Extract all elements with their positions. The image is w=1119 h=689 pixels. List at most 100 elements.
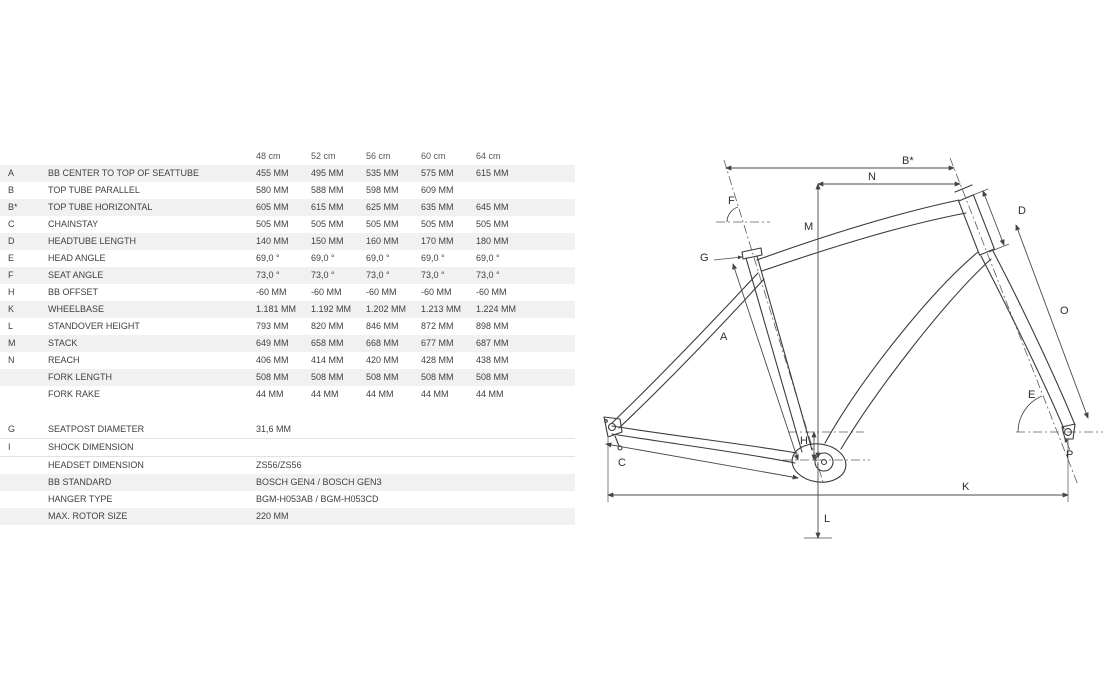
- row-value: 73,0 °: [421, 270, 445, 280]
- down-tube: [840, 258, 992, 450]
- diagram-label-h: H: [800, 435, 808, 447]
- bike-geometry-diagram: A B* C D E F G H K L M N O P: [603, 155, 1103, 539]
- diagram-label-l: L: [824, 513, 830, 525]
- down-tube: [824, 251, 979, 444]
- row-label: HEADTUBE LENGTH: [48, 236, 137, 246]
- rear-axle: [607, 422, 617, 432]
- row-value: 575 MM: [421, 168, 454, 178]
- diagram-label-c: C: [618, 457, 626, 469]
- row-value: -60 MM: [421, 287, 452, 297]
- rear-dropout: [603, 416, 623, 438]
- row-value: 73,0 °: [476, 270, 500, 280]
- dim-ext: [967, 188, 989, 198]
- row-value: [248, 438, 575, 457]
- top-tube: [761, 212, 967, 272]
- header-spacer: [40, 148, 248, 165]
- diagram-label-p: P: [1066, 449, 1073, 461]
- row-key: I: [0, 438, 40, 457]
- dim-chainstay: [605, 442, 799, 480]
- row-label: TOP TUBE HORIZONTAL: [48, 202, 153, 212]
- row-value: 73,0 °: [366, 270, 390, 280]
- diagram-label-m: M: [804, 221, 813, 233]
- size-header: 48 cm: [256, 151, 281, 161]
- row-label: FORK RAKE: [48, 389, 101, 399]
- diagram-label-f: F: [728, 195, 735, 207]
- row-value: 898 MM: [476, 321, 509, 331]
- dim-headtube-length: [982, 190, 1005, 246]
- row-label: TOP TUBE PARALLEL: [48, 185, 140, 195]
- row-value: 846 MM: [366, 321, 399, 331]
- row-value: 505 MM: [476, 219, 509, 229]
- row-value: 793 MM: [256, 321, 289, 331]
- seat-tube: [756, 255, 813, 451]
- seatstay: [618, 278, 765, 429]
- row-value: 687 MM: [476, 338, 509, 348]
- row-value: 615 MM: [476, 168, 509, 178]
- row-value: 508 MM: [256, 372, 289, 382]
- seat-clamp: [741, 247, 763, 260]
- derailleur-hanger: [614, 435, 620, 447]
- headset-top-cap: [954, 184, 973, 193]
- row-key: K: [8, 304, 15, 314]
- row-label: STANDOVER HEIGHT: [48, 321, 140, 331]
- row-value: 150 MM: [311, 236, 344, 246]
- row-value: 69,0 °: [311, 253, 335, 263]
- row-value: 455 MM: [256, 168, 289, 178]
- row-label: FORK LENGTH: [48, 372, 113, 382]
- row-value: 44 MM: [311, 389, 339, 399]
- row-value: BOSCH GEN4 / BOSCH GEN3: [256, 477, 382, 487]
- row-label: STACK: [48, 338, 78, 348]
- row-value: 677 MM: [421, 338, 454, 348]
- row-value: 1.224 MM: [476, 304, 517, 314]
- row-value: 505 MM: [366, 219, 399, 229]
- size-header: 56 cm: [366, 151, 391, 161]
- row-value: 649 MM: [256, 338, 289, 348]
- row-value: 609 MM: [421, 185, 454, 195]
- row-key: A: [8, 168, 15, 178]
- row-value: 69,0 °: [256, 253, 280, 263]
- row-key: M: [8, 338, 16, 348]
- row-key: [0, 369, 40, 386]
- row-value: 69,0 °: [421, 253, 445, 263]
- row-value: -60 MM: [366, 287, 397, 297]
- row-value: 1.213 MM: [421, 304, 462, 314]
- row-label: HEAD ANGLE: [48, 253, 106, 263]
- row-value: 588 MM: [311, 185, 344, 195]
- row-value: 160 MM: [366, 236, 399, 246]
- row-value: 31,6 MM: [256, 424, 292, 434]
- row-label: BB STANDARD: [48, 477, 112, 487]
- row-value: 428 MM: [421, 355, 454, 365]
- row-value: 44 MM: [476, 389, 504, 399]
- row-value: 615 MM: [311, 202, 344, 212]
- row-value: 438 MM: [476, 355, 509, 365]
- row-value: 505 MM: [256, 219, 289, 229]
- row-label: CHAINSTAY: [48, 219, 99, 229]
- row-value: BGM-H053AB / BGM-H053CD: [256, 494, 379, 504]
- frame-diagram-panel: A B* C D E F G H K L M N O P: [578, 140, 1119, 560]
- row-value: 220 MM: [256, 511, 289, 521]
- row-value: -60 MM: [476, 287, 507, 297]
- row-key: F: [8, 270, 14, 280]
- row-value: 73,0 °: [256, 270, 280, 280]
- row-value: 1.202 MM: [366, 304, 407, 314]
- row-value: 505 MM: [311, 219, 344, 229]
- row-value: 508 MM: [421, 372, 454, 382]
- size-header: 52 cm: [311, 151, 336, 161]
- row-value: 420 MM: [366, 355, 399, 365]
- fork-rake-leader: [1064, 437, 1071, 451]
